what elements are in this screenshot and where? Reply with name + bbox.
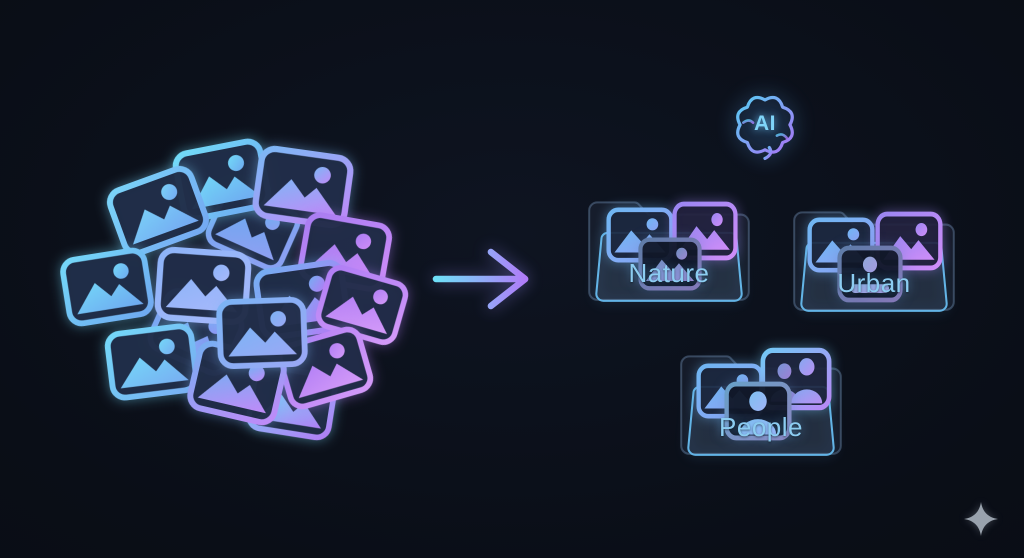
ai-brain-icon: AI [726, 90, 804, 164]
arrow-right-icon [432, 248, 529, 310]
folder-label-nature: Nature [628, 258, 710, 288]
photo-icon [106, 165, 210, 257]
folder-label-people: People [719, 412, 803, 442]
portrait-photo-icon [837, 245, 903, 303]
ai-label: AI [754, 112, 776, 135]
photo-icon [315, 264, 409, 346]
photo-icon [104, 323, 200, 401]
photo-icon [638, 237, 702, 291]
folder-people: People [673, 330, 849, 464]
folder-label-urban: Urban [837, 268, 911, 298]
folder-urban: Urban [786, 186, 962, 320]
folder-nature: Nature [581, 176, 757, 310]
photo-icon [252, 145, 354, 229]
photo-icon [60, 247, 154, 327]
photo-icon [216, 296, 308, 370]
sparkle-icon [964, 502, 998, 536]
person-photo-icon [724, 381, 792, 441]
